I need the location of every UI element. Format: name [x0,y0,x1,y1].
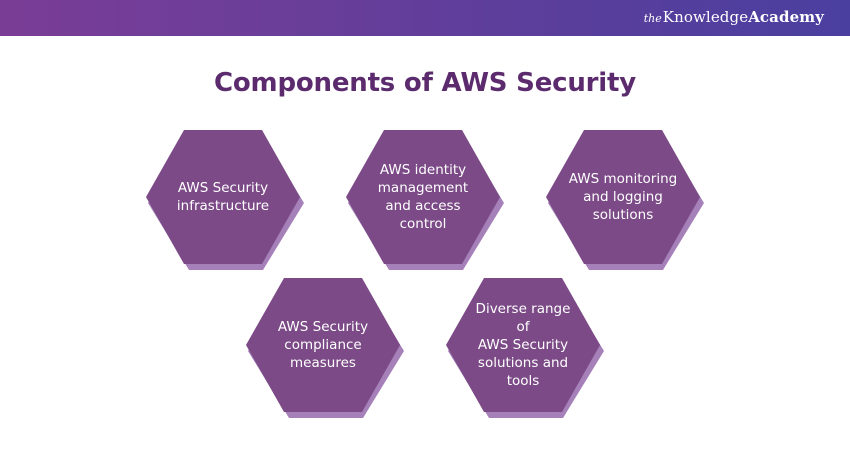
hexagon-fill [146,130,300,264]
hexagon-label: AWS identity management and access contr… [377,162,469,232]
brand-logo-academy: Academy [748,8,824,26]
hexagon-shape [346,130,504,270]
header-bar: the Knowledge Academy [0,0,850,36]
hexagon-label: Diverse range of AWS Security solutions … [475,301,571,389]
hexagon-fill [446,278,600,412]
hexagon-aws-security-solutions-tools: Diverse range of AWS Security solutions … [446,278,604,418]
hexagon-aws-identity-management: AWS identity management and access contr… [346,130,504,270]
hexagon-label: AWS monitoring and logging solutions [568,171,678,223]
hexagon-aws-security-infrastructure: AWS Security infrastructure [146,130,304,270]
hexagon-label: AWS Security compliance measures [277,319,369,371]
brand-logo[interactable]: the Knowledge Academy [644,8,824,28]
hexagon-fill [346,130,500,264]
brand-logo-the: the [643,12,662,25]
hexagon-fill [246,278,400,412]
hexagon-shape [546,130,704,270]
hexagon-fill [546,130,700,264]
page-title: Components of AWS Security [214,68,636,98]
hexagon-label: AWS Security infrastructure [176,180,270,214]
brand-logo-knowledge: Knowledge [662,8,749,26]
hexagon-aws-security-compliance: AWS Security compliance measures [246,278,404,418]
hexagon-aws-monitoring-logging: AWS monitoring and logging solutions [546,130,704,270]
hexagon-shape [246,278,404,418]
hexagon-shape [446,278,604,418]
hexagon-shape [146,130,304,270]
